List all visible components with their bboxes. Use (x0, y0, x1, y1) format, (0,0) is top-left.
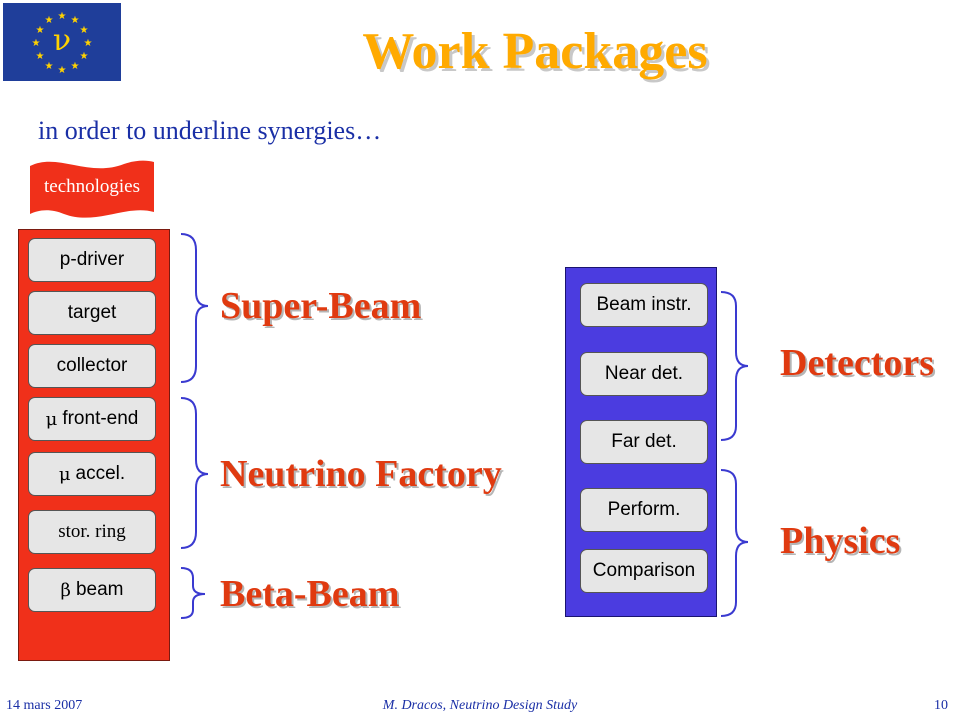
footer-author: M. Dracos, Neutrino Design Study (382, 698, 578, 713)
det-box-label: Beam instr. (596, 294, 692, 315)
brace-neutrino-factory (180, 397, 209, 549)
svg-text:★: ★ (71, 15, 80, 26)
tech-box-label: collector (56, 355, 128, 376)
svg-text:★: ★ (80, 51, 89, 62)
svg-text:★: ★ (71, 61, 80, 72)
svg-text:★: ★ (80, 25, 89, 36)
beta-symbol: β (60, 579, 71, 601)
svg-text:★: ★ (58, 11, 67, 22)
tech-box-beta-beam: β beam (28, 568, 156, 612)
detectors-column: Beam instr. Near det. Far det. Perform. … (565, 267, 717, 617)
tech-box-p-driver: p-driver (28, 238, 156, 282)
det-box-label: Perform. (607, 499, 681, 520)
tech-box-label: target (67, 302, 117, 323)
technologies-column: p-driver target collector μ front-end μ … (18, 229, 170, 661)
technologies-label: technologies (43, 176, 141, 197)
det-box-comparison: Comparison (580, 549, 708, 593)
det-box-label: Comparison (592, 560, 696, 581)
tech-box-storage-ring: stor. ring (28, 510, 156, 554)
det-box-label: Far det. (611, 431, 677, 452)
det-box-beam-instr: Beam instr. (580, 283, 708, 327)
tech-box-label: beam (75, 579, 124, 600)
tech-box-label: p-driver (59, 249, 125, 270)
eu-flag-logo: ★ ★ ★ ★ ★ ★ ★ ★ ★ ★ ★ ★ ν (3, 3, 121, 81)
brace-beta-beam (180, 567, 206, 619)
det-box-far-det: Far det. (580, 420, 708, 464)
page-title: Work Packages (362, 23, 708, 80)
mu-symbol: μ (58, 463, 71, 485)
tech-box-collector: collector (28, 344, 156, 388)
tech-box-label: front-end (62, 408, 139, 429)
tech-box-mu-front-end: μ front-end (28, 397, 156, 441)
technologies-banner (30, 160, 154, 218)
svg-text:★: ★ (32, 38, 41, 49)
tech-box-target: target (28, 291, 156, 335)
tech-box-label: accel. (75, 463, 126, 484)
brace-super-beam (180, 233, 209, 383)
svg-text:★: ★ (36, 51, 45, 62)
category-beta-beam: Beta-Beam (220, 573, 400, 615)
tech-box-label: stor. ring (58, 521, 126, 542)
svg-text:★: ★ (45, 61, 54, 72)
svg-text:★: ★ (36, 25, 45, 36)
det-box-label: Near det. (604, 363, 684, 384)
det-box-near-det: Near det. (580, 352, 708, 396)
category-super-beam: Super-Beam (220, 285, 422, 327)
tech-box-mu-accel: μ accel. (28, 452, 156, 496)
category-neutrino-factory: Neutrino Factory (220, 453, 502, 495)
footer-page-number: 10 (934, 698, 948, 713)
brace-detectors (720, 291, 749, 441)
svg-text:★: ★ (84, 38, 93, 49)
brace-physics (720, 469, 749, 617)
det-box-perform: Perform. (580, 488, 708, 532)
category-detectors: Detectors (780, 342, 935, 384)
svg-text:★: ★ (45, 15, 54, 26)
category-physics: Physics (780, 520, 901, 562)
star-ring-icon: ★ ★ ★ ★ ★ ★ ★ ★ ★ ★ ★ ★ (32, 11, 93, 76)
svg-text:★: ★ (58, 65, 67, 76)
footer-date: 14 mars 2007 (6, 698, 83, 713)
nu-symbol: ν (52, 23, 72, 58)
mu-symbol: μ (45, 408, 58, 430)
subtitle: in order to underline synergies… (38, 116, 382, 145)
